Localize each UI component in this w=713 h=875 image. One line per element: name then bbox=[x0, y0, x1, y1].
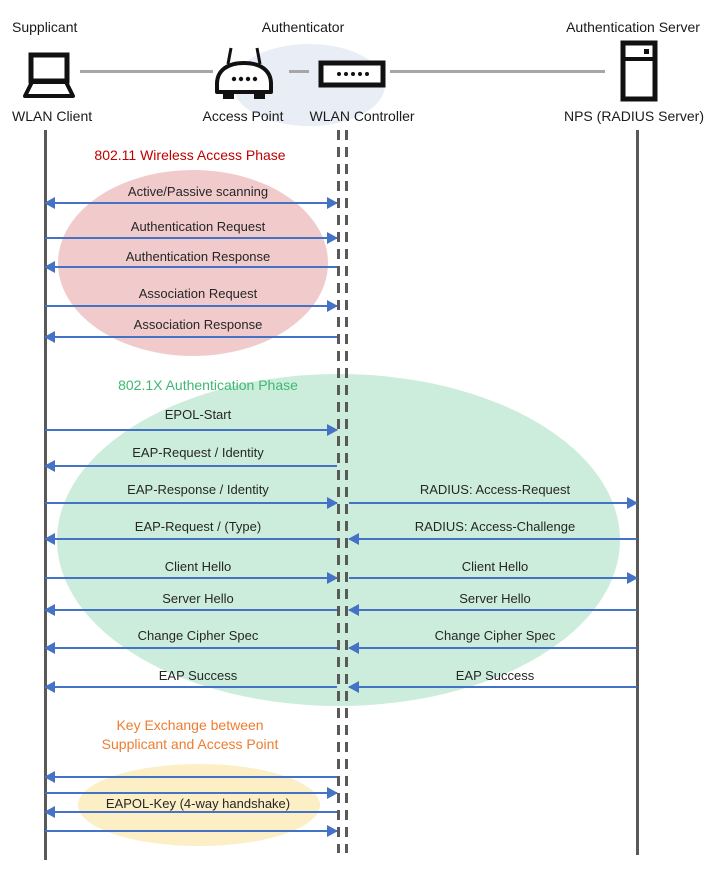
message-label-eap-success-right: EAP Success bbox=[455, 668, 535, 683]
message-label-radius-access-challenge: RADIUS: Access-Challenge bbox=[414, 519, 576, 534]
wlan-controller-icon bbox=[318, 60, 386, 88]
lifeline-wlan-client bbox=[44, 130, 47, 860]
arrow-active-passive-scanning bbox=[44, 197, 338, 209]
phase2-title: 802.1X Authentication Phase bbox=[118, 377, 298, 393]
role-authentication-server: Authentication Server bbox=[566, 19, 700, 35]
role-supplicant: Supplicant bbox=[12, 19, 78, 35]
arrow-eapol-key-msg3 bbox=[44, 806, 337, 818]
phase3-title-line1: Key Exchange between bbox=[116, 717, 264, 733]
arrow-eap-response-identity bbox=[45, 497, 338, 509]
arrow-epol-start bbox=[45, 424, 338, 436]
message-label-active-passive-scanning: Active/Passive scanning bbox=[127, 184, 269, 199]
message-label-authentication-response: Authentication Response bbox=[125, 249, 271, 264]
arrow-change-cipher-spec-left bbox=[44, 642, 337, 654]
arrow-eap-request-identity bbox=[44, 460, 337, 472]
arrow-association-request bbox=[45, 300, 338, 312]
arrow-change-cipher-spec-right bbox=[348, 642, 637, 654]
phase1-ellipse bbox=[58, 170, 328, 356]
message-label-change-cipher-spec-left: Change Cipher Spec bbox=[137, 628, 259, 643]
message-label-epol-start: EPOL-Start bbox=[164, 407, 232, 422]
server-icon bbox=[620, 40, 658, 102]
arrow-radius-access-request bbox=[349, 497, 638, 509]
arrow-authentication-response bbox=[44, 261, 337, 273]
connector-line bbox=[80, 70, 213, 73]
arrow-eapol-key-msg4 bbox=[45, 825, 338, 837]
arrow-eapol-key-msg2 bbox=[45, 787, 338, 799]
message-label-eapol-key-handshake: EAPOL-Key (4-way handshake) bbox=[105, 796, 291, 811]
message-label-server-hello-left: Server Hello bbox=[162, 591, 234, 606]
arrow-eap-success-left bbox=[44, 681, 337, 693]
message-label-radius-access-request: RADIUS: Access-Request bbox=[419, 482, 571, 497]
connector-line bbox=[390, 70, 605, 73]
message-label-client-hello-right: Client Hello bbox=[461, 559, 529, 574]
connector-dash bbox=[289, 70, 309, 73]
message-label-change-cipher-spec-right: Change Cipher Spec bbox=[434, 628, 556, 643]
lifeline-wlan-controller bbox=[345, 130, 348, 853]
message-label-eap-response-identity: EAP-Response / Identity bbox=[127, 482, 269, 497]
role-authenticator: Authenticator bbox=[261, 19, 345, 35]
arrow-client-hello-right bbox=[349, 572, 638, 584]
arrow-radius-access-challenge bbox=[348, 533, 637, 545]
lifeline-radius-server bbox=[636, 130, 639, 855]
node-label-access-point: Access Point bbox=[202, 108, 284, 124]
laptop-icon bbox=[18, 52, 80, 100]
message-label-eap-request-identity: EAP-Request / Identity bbox=[132, 445, 264, 460]
arrow-server-hello-left bbox=[44, 604, 337, 616]
arrow-authentication-request bbox=[45, 232, 338, 244]
phase1-title: 802.11 Wireless Access Phase bbox=[94, 147, 286, 163]
node-label-wlan-client: WLAN Client bbox=[12, 108, 93, 124]
message-label-client-hello-left: Client Hello bbox=[164, 559, 232, 574]
arrow-eap-request-type bbox=[44, 533, 337, 545]
message-label-authentication-request: Authentication Request bbox=[130, 219, 266, 234]
arrow-eapol-key-msg1 bbox=[44, 771, 337, 783]
message-label-eap-success-left: EAP Success bbox=[158, 668, 238, 683]
message-label-association-response: Association Response bbox=[133, 317, 263, 332]
lifeline-access-point bbox=[337, 130, 340, 853]
node-label-nps-radius-server: NPS (RADIUS Server) bbox=[563, 108, 705, 124]
node-label-wlan-controller: WLAN Controller bbox=[309, 108, 415, 124]
arrow-client-hello-left bbox=[45, 572, 338, 584]
access-point-icon bbox=[212, 46, 276, 104]
phase3-title-line2: Supplicant and Access Point bbox=[101, 736, 279, 752]
message-label-eap-request-type: EAP-Request / (Type) bbox=[134, 519, 262, 534]
arrow-association-response bbox=[44, 331, 337, 343]
message-label-server-hello-right: Server Hello bbox=[459, 591, 531, 606]
arrow-eap-success-right bbox=[348, 681, 637, 693]
arrow-server-hello-right bbox=[348, 604, 637, 616]
message-label-association-request: Association Request bbox=[138, 286, 258, 301]
